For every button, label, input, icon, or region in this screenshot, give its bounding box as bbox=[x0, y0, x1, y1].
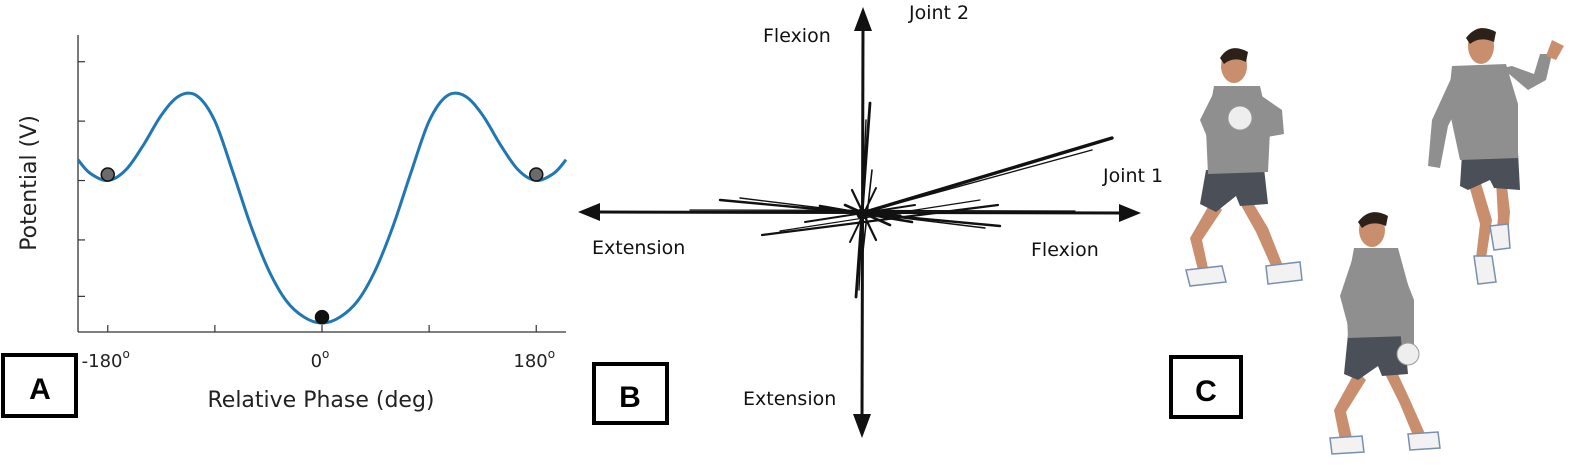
joint1-negative-arrowhead bbox=[578, 203, 600, 221]
potential-chart: -180o 0o 180o Potential (V) Relative Phase… bbox=[17, 35, 568, 413]
panel-label-a-text: A bbox=[29, 373, 51, 406]
panel-label-b-box bbox=[592, 362, 669, 425]
panel-label-b: B bbox=[592, 362, 669, 425]
y-axis-label: Potential (V) bbox=[17, 115, 42, 251]
x-tick-label: 180o bbox=[513, 347, 555, 372]
joint2-extension-label: Extension bbox=[743, 388, 836, 410]
joint1-extension-label: Extension bbox=[592, 237, 685, 259]
equilibrium-marker bbox=[100, 167, 116, 182]
panel-label-c-text: C bbox=[1195, 375, 1217, 408]
panel-label-a: A bbox=[1, 353, 78, 418]
joint2-positive-arrowhead bbox=[854, 7, 872, 31]
throwing-figures bbox=[1185, 28, 1564, 455]
x-tick-label: -180o bbox=[82, 347, 130, 372]
panel-label-a-box bbox=[1, 353, 78, 418]
joint1-positive-arrowhead bbox=[1119, 204, 1141, 222]
coordination-scribbles bbox=[689, 101, 1114, 299]
equilibrium-marker bbox=[314, 309, 330, 325]
joint1-flexion-label: Flexion bbox=[1031, 239, 1099, 261]
equilibrium-marker bbox=[528, 167, 544, 182]
joint2-negative-arrowhead bbox=[853, 414, 871, 438]
joint1-axis bbox=[578, 203, 1141, 222]
athlete-figure-1 bbox=[1185, 48, 1303, 287]
potential-curve bbox=[76, 91, 568, 325]
panel-label-b-text: B bbox=[619, 381, 641, 414]
athlete-figure-3 bbox=[1329, 212, 1441, 455]
joint2-flexion-label: Flexion bbox=[763, 25, 831, 47]
x-tick-label: 0o bbox=[311, 347, 330, 372]
panel-label-c: C bbox=[1169, 355, 1243, 419]
joint2-axis bbox=[853, 7, 872, 438]
joint-coordination-diagram: Joint 2 Flexion Extension Joint 1 Flexio… bbox=[578, 2, 1163, 438]
joint1-label: Joint 1 bbox=[1102, 165, 1163, 187]
x-axis-label: Relative Phase (deg) bbox=[207, 388, 434, 413]
athlete-figure-2 bbox=[1428, 28, 1564, 285]
panel-label-c-box bbox=[1169, 355, 1243, 419]
joint2-label: Joint 2 bbox=[908, 2, 969, 24]
